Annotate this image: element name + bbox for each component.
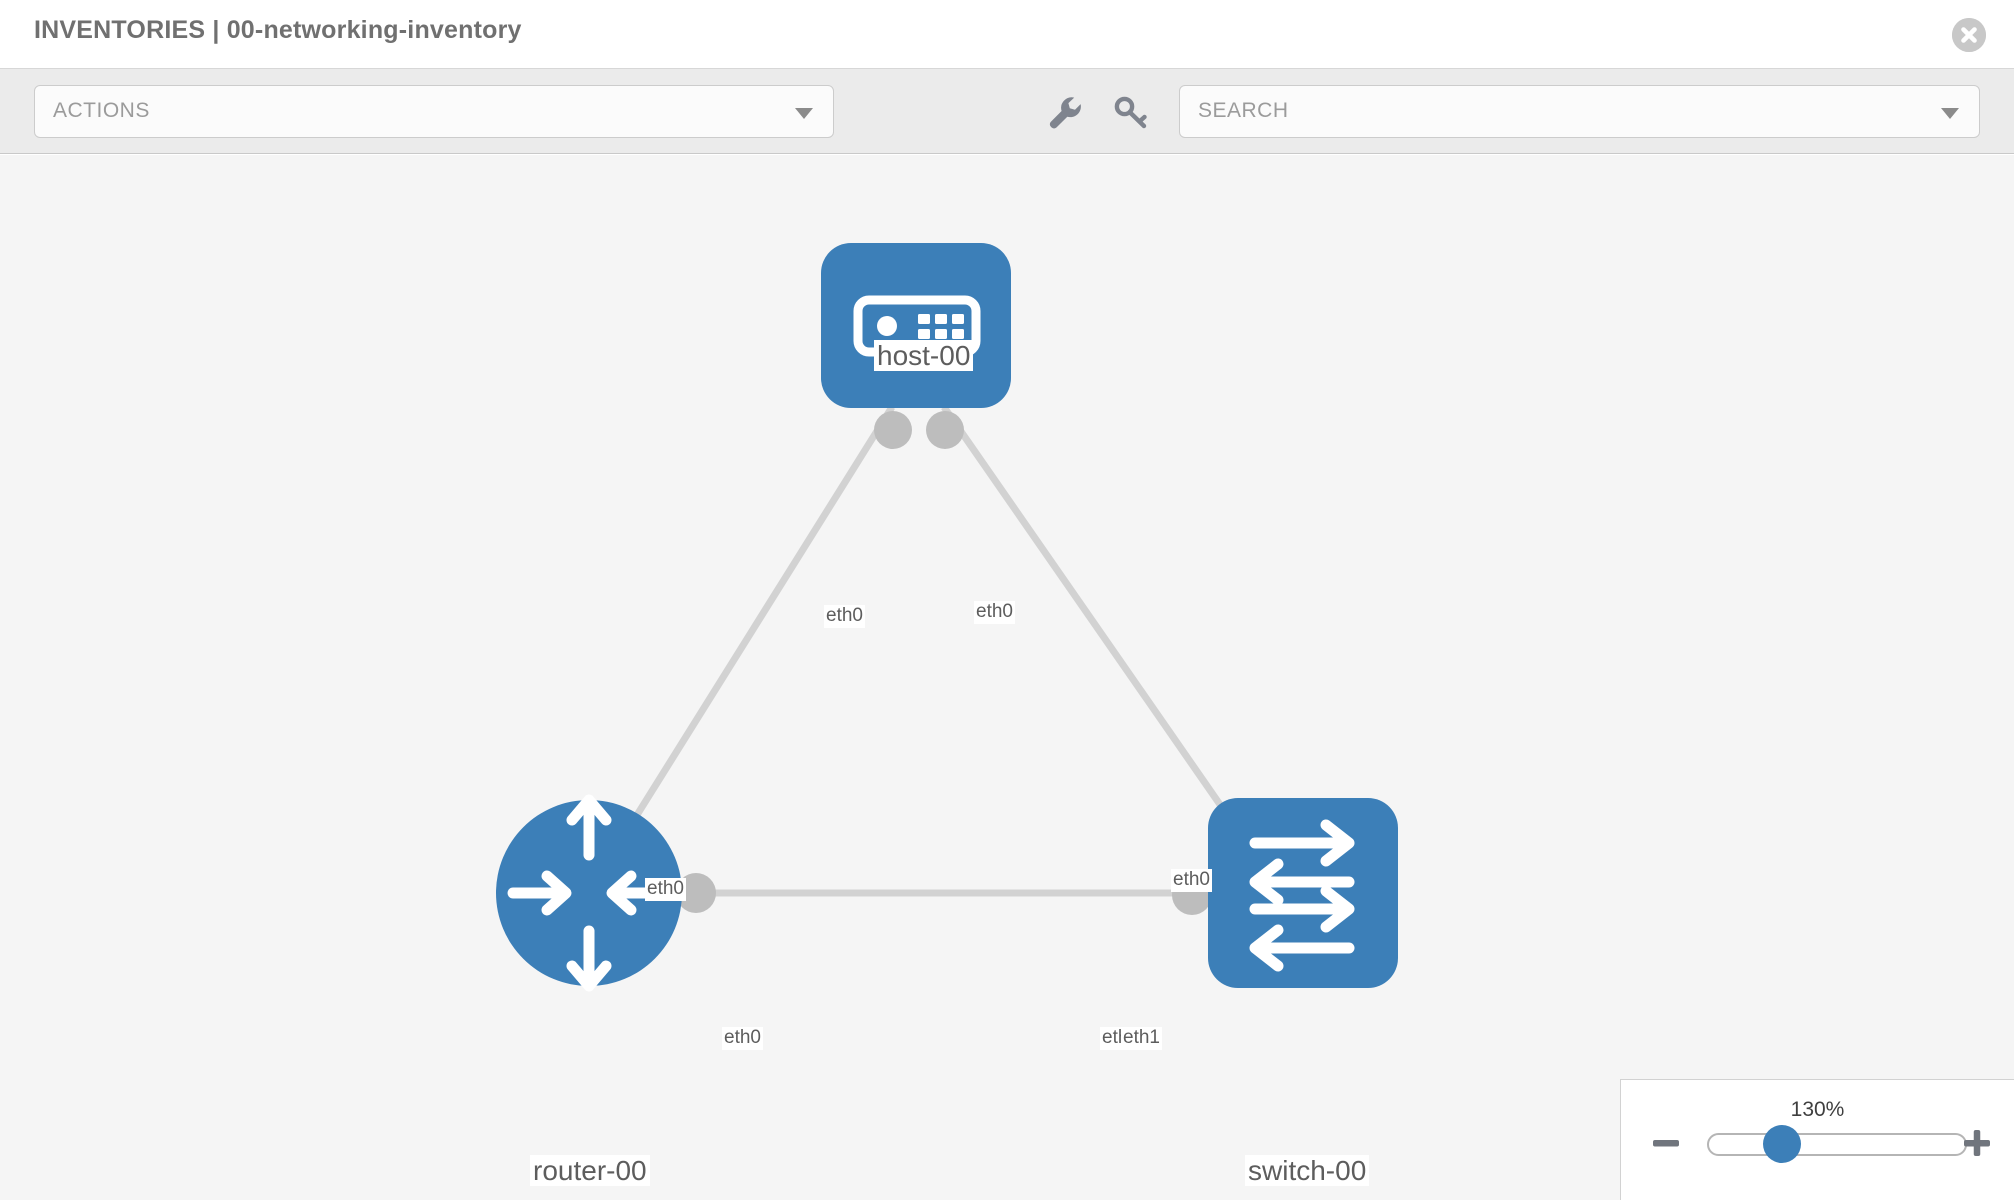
zoom-slider-thumb[interactable] (1763, 1125, 1801, 1163)
switch-arrows-icon (1249, 819, 1355, 972)
zoom-slider[interactable] (1707, 1133, 1967, 1156)
topology-node-switch-00 (1208, 798, 1398, 988)
zoom-percent-label: 130% (1790, 1098, 1845, 1121)
close-icon[interactable] (1952, 18, 1986, 52)
chevron-down-icon[interactable] (1941, 108, 1959, 119)
minus-icon[interactable] (1649, 1126, 1683, 1160)
actions-dropdown[interactable]: ACTIONS (34, 85, 834, 138)
chevron-down-icon (795, 108, 813, 119)
wrench-icon[interactable] (1043, 91, 1085, 133)
edge-label-host-switch-near: eth0 (974, 601, 1015, 624)
topology-connectors (676, 411, 1257, 915)
edge-label-router-switch-right: eth1 (1121, 1027, 1162, 1050)
edge-label-router-switch-left: eth0 (722, 1027, 763, 1050)
router-arrows-icon (507, 794, 671, 992)
edge-label-switch-host: eth0 (1171, 869, 1212, 892)
search-input[interactable]: SEARCH (1179, 85, 1980, 138)
topology-canvas[interactable]: host-00 router-00 switch-00 eth0 eth0 et… (0, 155, 2014, 1200)
node-label-host-00: host-00 (874, 340, 974, 372)
actions-dropdown-label: ACTIONS (53, 99, 150, 122)
plus-icon[interactable] (1960, 1126, 1994, 1160)
topology-node-router-00 (496, 794, 682, 992)
key-icon[interactable] (1110, 91, 1152, 133)
zoom-control-panel: 130% (1620, 1079, 2014, 1200)
topology-node-host-00 (821, 243, 1011, 408)
node-label-switch-00: switch-00 (1245, 1155, 1370, 1187)
toolbar: ACTIONS SEARCH (0, 69, 2014, 154)
search-placeholder: SEARCH (1198, 99, 1289, 122)
page-header: INVENTORIES | 00-networking-inventory (0, 0, 2014, 69)
edge-label-router-host: eth0 (645, 878, 686, 901)
topology-edges (609, 405, 1258, 897)
page-title: INVENTORIES | 00-networking-inventory (34, 16, 522, 44)
node-label-router-00: router-00 (530, 1155, 650, 1187)
edge-label-host-router-near: eth0 (824, 605, 865, 628)
